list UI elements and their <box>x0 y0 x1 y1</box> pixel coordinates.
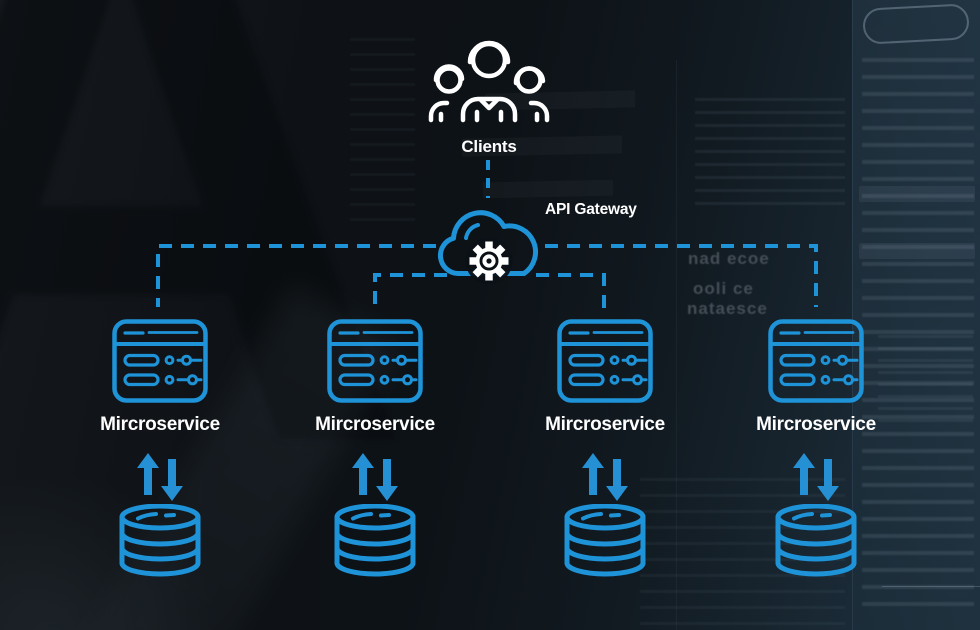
up-down-arrows-icon <box>793 453 839 501</box>
background-browser-panel <box>852 0 980 630</box>
background-mirrored-text: nataesce <box>687 299 768 318</box>
background-sheen-bar <box>483 180 613 199</box>
background-mirrored-text: ooli ce <box>693 279 754 298</box>
database-icon <box>564 504 646 577</box>
microservice-icon <box>768 319 864 403</box>
microservice-icon <box>557 319 653 403</box>
up-down-arrows-icon <box>352 453 398 501</box>
up-down-arrows-icon <box>137 453 183 501</box>
background-editor-divider <box>676 60 677 630</box>
microservice-label: Mircroservice <box>315 414 435 435</box>
background-code-lines <box>878 335 973 430</box>
gear-icon <box>469 241 509 281</box>
database-icon <box>334 504 416 577</box>
database-icon <box>119 504 201 577</box>
microservice-label: Mircroservice <box>756 414 876 435</box>
clients-label: Clients <box>461 137 517 156</box>
cloud-gear-icon <box>437 210 539 285</box>
microservice-icon <box>327 319 423 403</box>
background-search-pill <box>862 3 970 45</box>
background-code-lines <box>695 98 845 213</box>
background-code-lines <box>640 478 845 626</box>
background-code-lines <box>350 38 415 233</box>
background-panel-text-rows <box>862 58 974 618</box>
background-thin-line <box>882 586 980 587</box>
connector-gateway-service-4 <box>545 244 818 307</box>
background-mirrored-text: nad ecoe <box>688 249 770 268</box>
api-gateway-label: API Gateway <box>545 201 637 218</box>
up-down-arrows-icon <box>582 453 628 501</box>
background-panel-section-bar <box>859 186 975 202</box>
microservice-label: Mircroservice <box>100 414 220 435</box>
microservice-icon <box>112 319 208 403</box>
database-icon <box>775 504 857 577</box>
microservice-label: Mircroservice <box>545 414 665 435</box>
users-group-icon <box>428 40 550 123</box>
background-panel-section-bar <box>859 243 975 259</box>
